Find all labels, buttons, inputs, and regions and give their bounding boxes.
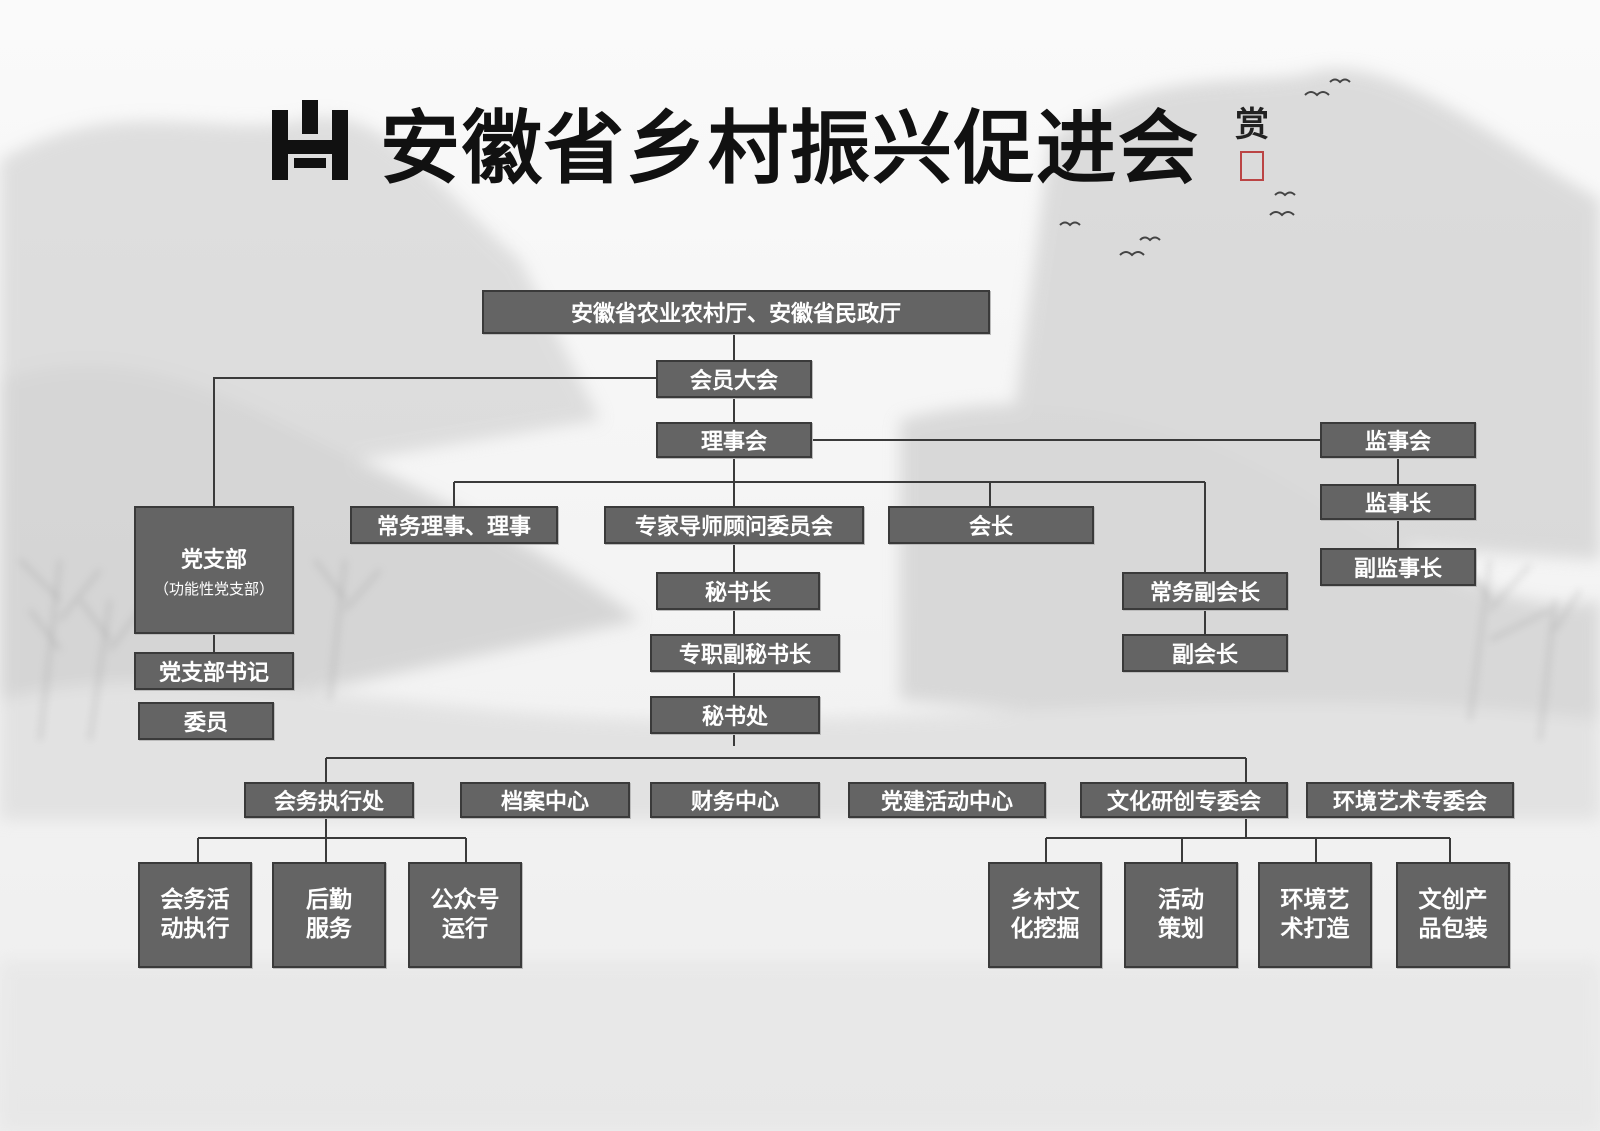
sub-unit-line: 乡村文 (1011, 886, 1080, 915)
chief-supervisor-label: 监事长 (1365, 486, 1431, 518)
department-label: 财务中心 (691, 784, 779, 816)
department-label: 会务执行处 (274, 784, 384, 816)
supervisory-board-label: 监事会 (1365, 424, 1431, 456)
department-box: 档案中心 (460, 782, 630, 818)
president-label: 会长 (969, 509, 1013, 541)
standing-directors-box: 常务理事、理事 (350, 506, 558, 544)
members-assembly-box: 会员大会 (656, 360, 812, 398)
sub-unit-line: 文创产 (1419, 886, 1488, 915)
department-label: 档案中心 (501, 784, 589, 816)
sub-unit-line: 公众号 (431, 886, 500, 915)
sub-unit-line: 术打造 (1281, 915, 1350, 944)
members-assembly-label: 会员大会 (690, 363, 778, 395)
secretariat-box: 秘书处 (650, 696, 820, 734)
sub-unit-box: 环境艺 术打造 (1258, 862, 1372, 968)
party-member-label: 委员 (184, 705, 228, 737)
sub-unit-box: 活动 策划 (1124, 862, 1238, 968)
executive-vp-box: 常务副会长 (1122, 572, 1288, 610)
party-branch-label: 党支部 (181, 542, 247, 574)
executive-vp-label: 常务副会长 (1150, 575, 1260, 607)
sub-unit-line: 运行 (442, 915, 488, 944)
president-box: 会长 (888, 506, 1094, 544)
sub-unit-line: 动执行 (161, 915, 230, 944)
deputy-secretary-general-box: 专职副秘书长 (650, 634, 840, 672)
department-box: 文化研创专委会 (1080, 782, 1288, 818)
sub-unit-box: 后勤 服务 (272, 862, 386, 968)
standing-directors-label: 常务理事、理事 (377, 509, 531, 541)
party-secretary-label: 党支部书记 (159, 655, 269, 687)
vice-president-label: 副会长 (1172, 637, 1238, 669)
sub-unit-box: 公众号 运行 (408, 862, 522, 968)
sub-unit-line: 服务 (306, 915, 352, 944)
secretariat-label: 秘书处 (702, 699, 768, 731)
expert-committee-label: 专家导师顾问委员会 (635, 509, 833, 541)
party-secretary-box: 党支部书记 (134, 652, 294, 690)
department-label: 文化研创专委会 (1107, 784, 1261, 816)
council-label: 理事会 (701, 424, 767, 456)
sub-unit-box: 会务活 动执行 (138, 862, 252, 968)
sub-unit-line: 后勤 (306, 886, 352, 915)
supervisor-label: 安徽省农业农村厅、安徽省民政厅 (571, 296, 901, 328)
vice-president-box: 副会长 (1122, 634, 1288, 672)
department-label: 环境艺术专委会 (1333, 784, 1487, 816)
sub-unit-box: 乡村文 化挖掘 (988, 862, 1102, 968)
department-box: 环境艺术专委会 (1306, 782, 1514, 818)
expert-committee-box: 专家导师顾问委员会 (604, 506, 864, 544)
party-branch-note: （功能性党支部） (154, 578, 274, 599)
party-member-box: 委员 (138, 702, 274, 740)
deputy-chief-supervisor-label: 副监事长 (1354, 551, 1442, 583)
chief-supervisor-box: 监事长 (1320, 484, 1476, 520)
party-branch-box: 党支部 （功能性党支部） (134, 506, 294, 634)
sub-unit-line: 策划 (1158, 915, 1204, 944)
department-box: 党建活动中心 (848, 782, 1046, 818)
supervisor-box: 安徽省农业农村厅、安徽省民政厅 (482, 290, 990, 334)
department-box: 会务执行处 (244, 782, 414, 818)
sub-unit-line: 活动 (1158, 886, 1204, 915)
sub-unit-line: 环境艺 (1281, 886, 1350, 915)
deputy-chief-supervisor-box: 副监事长 (1320, 548, 1476, 586)
sub-unit-line: 化挖掘 (1011, 915, 1080, 944)
sub-unit-box: 文创产 品包装 (1396, 862, 1510, 968)
department-label: 党建活动中心 (881, 784, 1013, 816)
deputy-secretary-general-label: 专职副秘书长 (679, 637, 811, 669)
council-box: 理事会 (656, 422, 812, 458)
secretary-general-label: 秘书长 (705, 575, 771, 607)
supervisory-board-box: 监事会 (1320, 422, 1476, 458)
sub-unit-line: 品包装 (1419, 915, 1488, 944)
department-box: 财务中心 (650, 782, 820, 818)
sub-unit-line: 会务活 (161, 886, 230, 915)
secretary-general-box: 秘书长 (656, 572, 820, 610)
